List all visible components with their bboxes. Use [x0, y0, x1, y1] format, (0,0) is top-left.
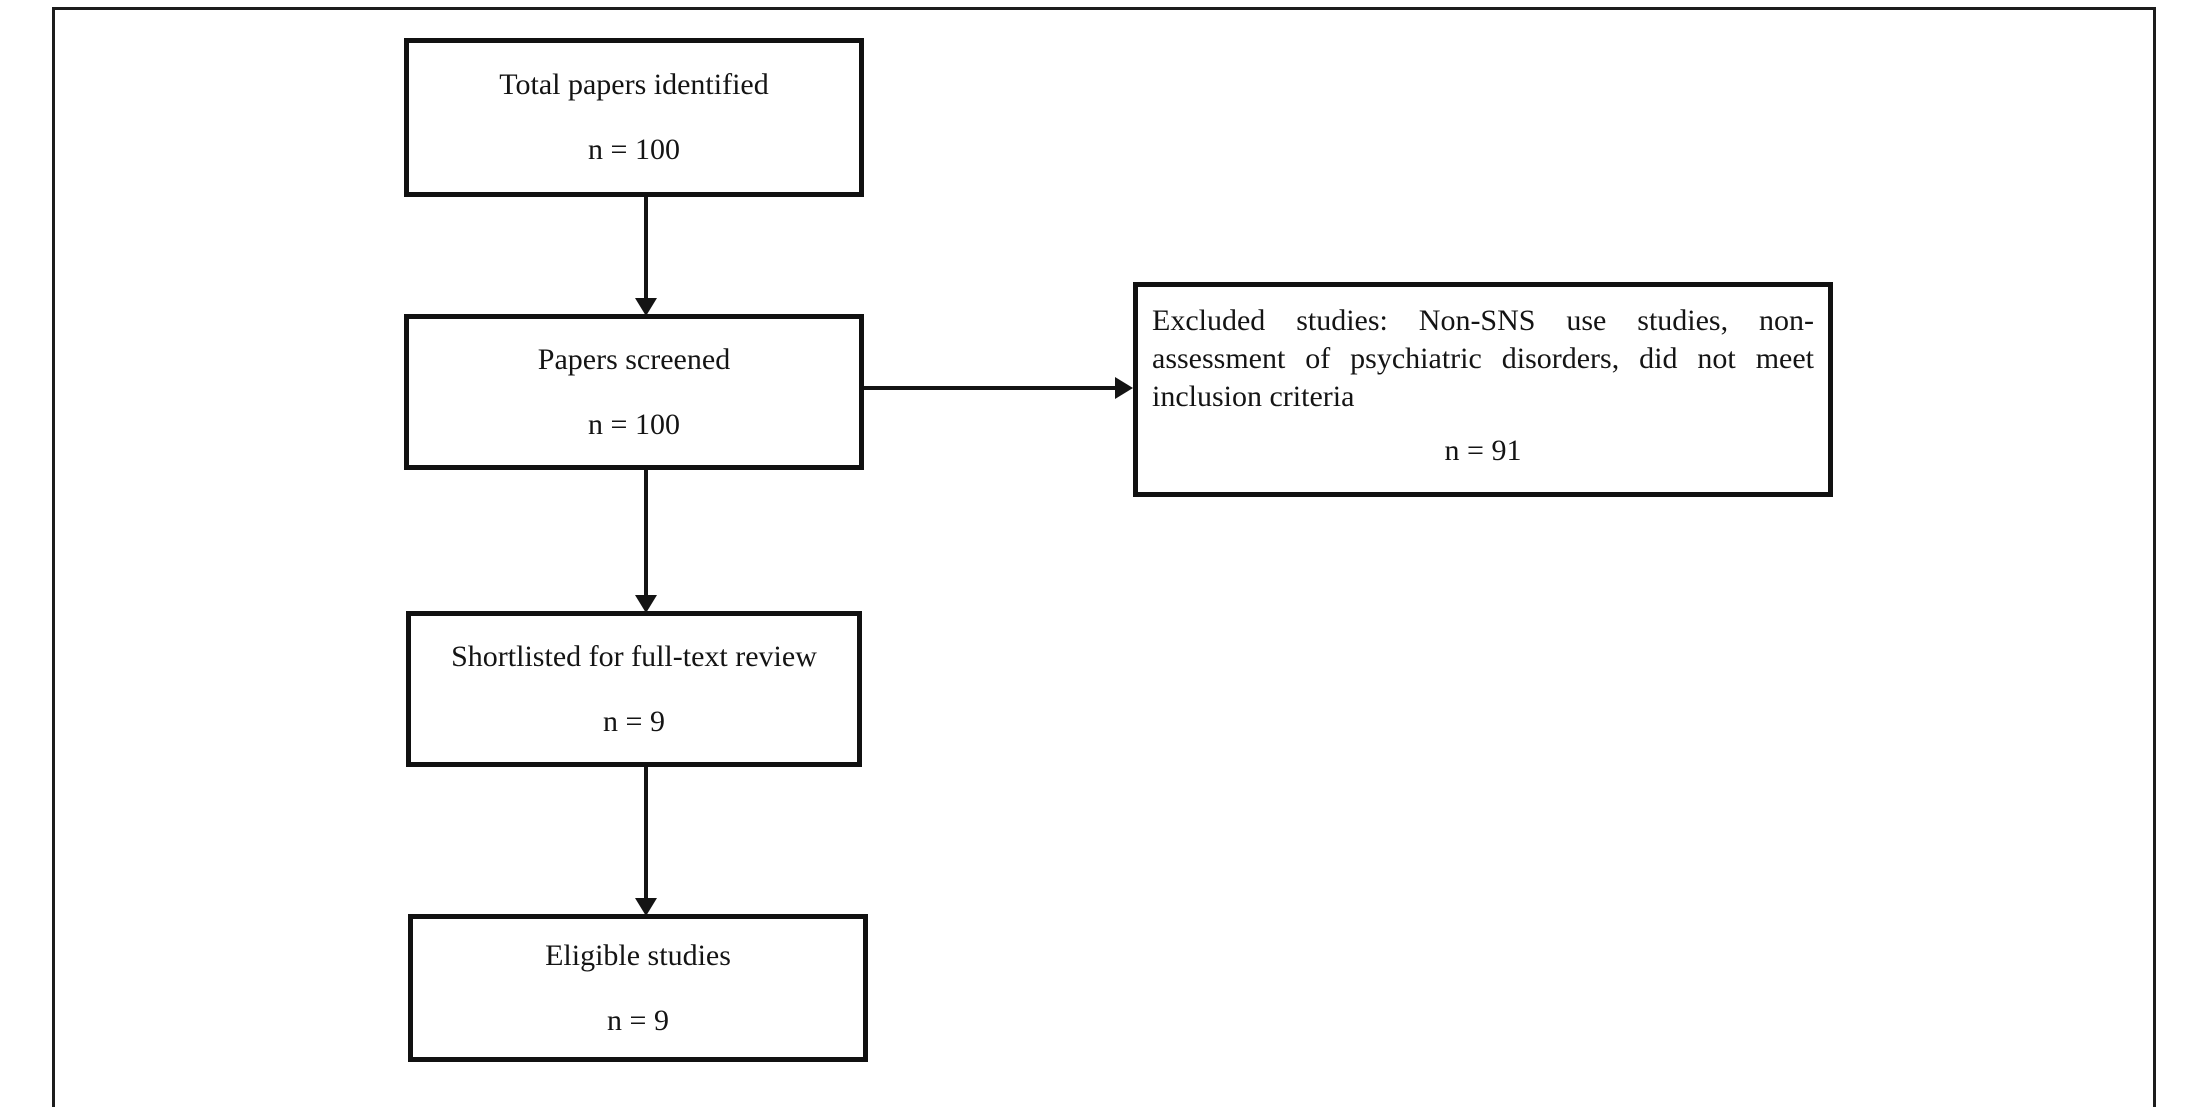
- box-count: n = 100: [588, 407, 680, 441]
- box-shortlisted-full-text-review: Shortlisted for full-text review n = 9: [406, 611, 862, 767]
- box-papers-screened: Papers screened n = 100: [404, 314, 864, 470]
- box-excluded-studies: Excluded studies: Non-SNS use studies, n…: [1133, 282, 1833, 497]
- excluded-text-line: inclusion criteria: [1152, 380, 1355, 413]
- box-count: n = 91: [1444, 434, 1522, 467]
- excluded-text-line: assessment of psychiatric disorders, did…: [1152, 342, 1814, 375]
- box-label: Papers screened: [537, 342, 731, 376]
- box-count: n = 9: [603, 704, 665, 738]
- box-total-papers-identified: Total papers identified n = 100: [404, 38, 864, 197]
- box-count: n = 9: [607, 1003, 669, 1037]
- box-eligible-studies: Eligible studies n = 9: [408, 914, 868, 1062]
- box-label: Shortlisted for full-text review: [451, 639, 817, 673]
- box-label: Total papers identified: [499, 68, 769, 101]
- box-count: n = 100: [588, 133, 680, 166]
- excluded-text-line: Excluded studies: Non-SNS use studies, n…: [1152, 304, 1814, 337]
- box-label: Eligible studies: [545, 938, 731, 972]
- diagram-outer-frame: [52, 7, 2156, 1107]
